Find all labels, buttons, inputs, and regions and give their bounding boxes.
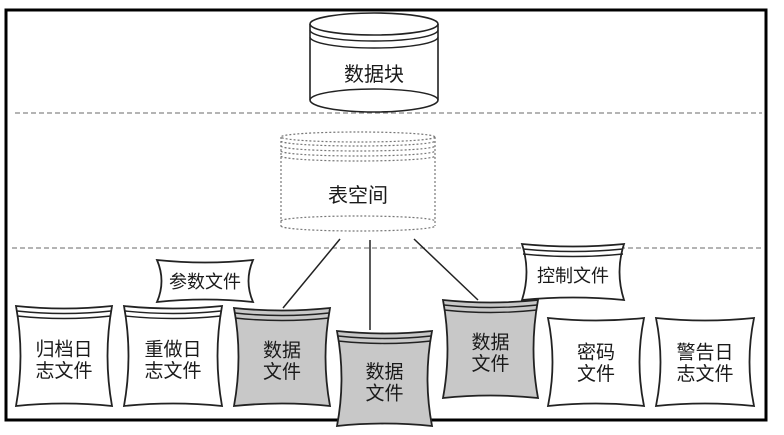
file-label-line: 文件 xyxy=(471,353,509,375)
tablespace-label: 表空间 xyxy=(328,183,388,207)
banner-shape xyxy=(520,242,626,302)
data-block-label: 数据块 xyxy=(344,62,404,86)
banner-shape xyxy=(546,316,646,408)
file-label-line: 警告日 xyxy=(676,341,733,363)
banner-shape xyxy=(232,306,332,408)
file-label-line: 文件 xyxy=(263,361,301,383)
file-label-line: 文件 xyxy=(365,383,403,405)
connector-line-1 xyxy=(282,238,341,309)
file-label-line: 志文件 xyxy=(676,363,733,385)
banner-shape xyxy=(441,298,540,400)
connector-line-3 xyxy=(413,238,479,301)
file-label-line: 参数文件 xyxy=(169,272,241,293)
file-label-line: 重做日 xyxy=(144,338,201,360)
file-label-line: 控制文件 xyxy=(537,266,609,287)
file-label-line: 数据 xyxy=(263,339,301,361)
tablespace-cylinder: 表空间 xyxy=(280,131,436,232)
file-label-line: 密码 xyxy=(577,341,615,363)
banner-shape xyxy=(14,304,114,408)
banner-shape xyxy=(335,329,434,428)
file-label-line: 归档日 xyxy=(35,338,92,360)
file-label-line: 志文件 xyxy=(35,360,92,382)
file-label-line: 数据 xyxy=(471,331,509,353)
file-label-line: 志文件 xyxy=(144,360,201,382)
banner-shape xyxy=(155,258,255,304)
banner-shape xyxy=(122,304,224,408)
file-label-line: 文件 xyxy=(577,363,615,385)
file-label-line: 数据 xyxy=(365,361,403,383)
data-block-cylinder: 数据块 xyxy=(309,12,439,113)
banner-shape xyxy=(654,316,756,408)
control-file: 控制文件 xyxy=(520,242,626,302)
parameter-file: 参数文件 xyxy=(155,258,255,304)
